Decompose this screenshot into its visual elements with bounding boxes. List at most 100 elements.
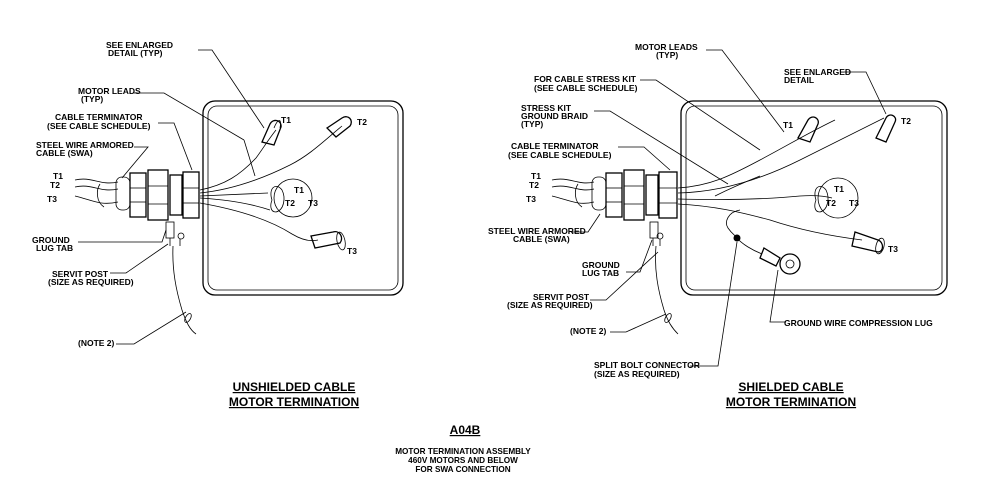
leader-stress-kit-right [640, 79, 761, 151]
label-swa-left-2: CABLE (SWA) [36, 148, 93, 158]
lug-t3-label-left: T3 [347, 246, 357, 256]
leader-cable-terminator-right [618, 146, 671, 171]
label-cable-terminator-left: CABLE TERMINATOR [55, 112, 143, 122]
label-servit-right: SERVIT POST [533, 292, 590, 302]
ground-wire-compression-lug [759, 247, 801, 275]
detail-t2-label-left: T2 [285, 198, 295, 208]
swa-cable-jacket-left [115, 176, 131, 211]
label-motor-leads-right: MOTOR LEADS [635, 42, 698, 52]
leader-split-bolt-right [690, 241, 738, 367]
lug-t2-label-left: T2 [357, 117, 367, 127]
detail-t3-label-right: T3 [849, 198, 859, 208]
cable-gland-right [605, 169, 678, 221]
label-servit-right-2: (SIZE AS REQUIRED) [507, 300, 593, 310]
label-ground-lug-right-2: LUG TAB [582, 268, 619, 278]
label-stress-kit-right: FOR CABLE STRESS KIT [534, 74, 637, 84]
ground-lug-left [165, 221, 185, 246]
leader-servit-left [110, 243, 169, 274]
drawing-footer: A04B MOTOR TERMINATION ASSEMBLY 460V MOT… [395, 423, 531, 474]
lug-t1-label-left: T1 [281, 115, 291, 125]
swa-cable-jacket-right [591, 176, 607, 211]
lug-t1-label-right: T1 [783, 120, 793, 130]
ground-wire-left [172, 245, 197, 335]
shielded-assembly: MOTOR LEADS (TYP) SEE ENLARGED DETAIL FO… [488, 42, 948, 409]
label-ground-lug-right: GROUND [582, 260, 620, 270]
leader-ground-lug-left [78, 229, 167, 243]
label-ground-lug-left: GROUND [32, 235, 70, 245]
drawing-code: A04B [450, 423, 481, 437]
detail-t1-label-left: T1 [294, 185, 304, 195]
leader-motor-leads-left [134, 92, 245, 141]
label-cable-terminator-left-2: (SEE CABLE SCHEDULE) [47, 121, 151, 131]
label-see-enlarged-left-2: DETAIL (TYP) [108, 48, 163, 58]
leader-compression-lug-right [769, 269, 786, 323]
leader-note2-right [610, 313, 667, 333]
label-split-bolt-right-2: (SIZE AS REQUIRED) [594, 369, 680, 379]
motor-leads-left [199, 125, 343, 242]
cable-conductor-t2-label-left: T2 [50, 180, 60, 190]
cable-conductors-left [74, 178, 119, 208]
label-braid-right: STRESS KIT [521, 103, 572, 113]
drawing-description-line2: 460V MOTORS AND BELOW [408, 456, 518, 465]
ground-wire-right [655, 245, 679, 335]
motor-terminal-box-left [202, 100, 404, 296]
leader-swa-right [572, 213, 601, 233]
label-split-bolt-right: SPLIT BOLT CONNECTOR [594, 360, 700, 370]
lug-t1-left [261, 119, 282, 146]
label-swa-left: STEEL WIRE ARMORED [36, 140, 134, 150]
label-see-enlarged-right: SEE ENLARGED [784, 67, 851, 77]
motor-terminal-box-right-inner [685, 105, 943, 291]
terminal-detail-circle-right [817, 177, 859, 219]
lug-t3-left [310, 231, 346, 251]
leader-see-enlarged-right [844, 71, 887, 115]
cable-conductor-t1-label-right: T1 [531, 171, 541, 181]
title-shielded-line1: SHIELDED CABLE [738, 380, 843, 394]
lug-t3-right [851, 231, 885, 255]
unshielded-assembly: SEE ENLARGED DETAIL (TYP) MOTOR LEADS (T… [32, 40, 404, 409]
drawing-description-line3: FOR SWA CONNECTION [415, 465, 510, 474]
label-cable-terminator-right: CABLE TERMINATOR [511, 141, 599, 151]
label-servit-left: SERVIT POST [52, 269, 109, 279]
leader-swa-left [121, 146, 149, 179]
label-motor-leads-left-2: (TYP) [81, 94, 103, 104]
cable-conductor-t3-label-left: T3 [47, 194, 57, 204]
label-ground-lug-left-2: LUG TAB [36, 243, 73, 253]
label-see-enlarged-left: SEE ENLARGED [106, 40, 173, 50]
leader-braid-right [594, 110, 729, 185]
motor-terminal-box-left-inner [207, 105, 399, 291]
label-swa-right: STEEL WIRE ARMORED [488, 226, 586, 236]
leader-note2-left [116, 311, 187, 345]
lug-t3-label-right: T3 [888, 244, 898, 254]
ground-lug-right [649, 221, 664, 246]
drawing-description-line1: MOTOR TERMINATION ASSEMBLY [395, 447, 531, 456]
title-shielded-line2: MOTOR TERMINATION [726, 395, 856, 409]
cable-conductors-right [551, 178, 595, 208]
label-braid-right-2: GROUND BRAID [521, 111, 588, 121]
ground-braid-right [726, 209, 741, 239]
label-compression-lug: GROUND WIRE COMPRESSION LUG [784, 318, 933, 328]
label-note2-right: (NOTE 2) [570, 326, 607, 336]
title-unshielded-line1: UNSHIELDED CABLE [233, 380, 356, 394]
leader-motor-leads-right [706, 49, 785, 133]
label-servit-left-2: (SIZE AS REQUIRED) [48, 277, 134, 287]
cable-conductor-t1-label-left: T1 [53, 171, 63, 181]
cable-gland-left [129, 169, 200, 221]
cable-conductor-t3-label-right: T3 [526, 194, 536, 204]
title-unshielded-line2: MOTOR TERMINATION [229, 395, 359, 409]
lug-t2-right [875, 114, 897, 143]
label-motor-leads-right-2: (TYP) [656, 50, 678, 60]
lug-t2-left [325, 116, 352, 138]
label-motor-leads-left: MOTOR LEADS [78, 86, 141, 96]
detail-t3-label-left: T3 [308, 198, 318, 208]
label-see-enlarged-right-2: DETAIL [784, 75, 814, 85]
label-cable-terminator-right-2: (SEE CABLE SCHEDULE) [508, 150, 612, 160]
label-stress-kit-right-2: (SEE CABLE SCHEDULE) [534, 83, 638, 93]
leader-ground-lug-right [626, 239, 653, 273]
detail-t2-label-right: T2 [826, 198, 836, 208]
leader-see-enlarged-left [198, 49, 265, 129]
label-swa-right-2: CABLE (SWA) [513, 234, 570, 244]
motor-terminal-box-right [680, 100, 948, 296]
label-note2-left: (NOTE 2) [78, 338, 115, 348]
lug-t1-right [797, 116, 819, 143]
